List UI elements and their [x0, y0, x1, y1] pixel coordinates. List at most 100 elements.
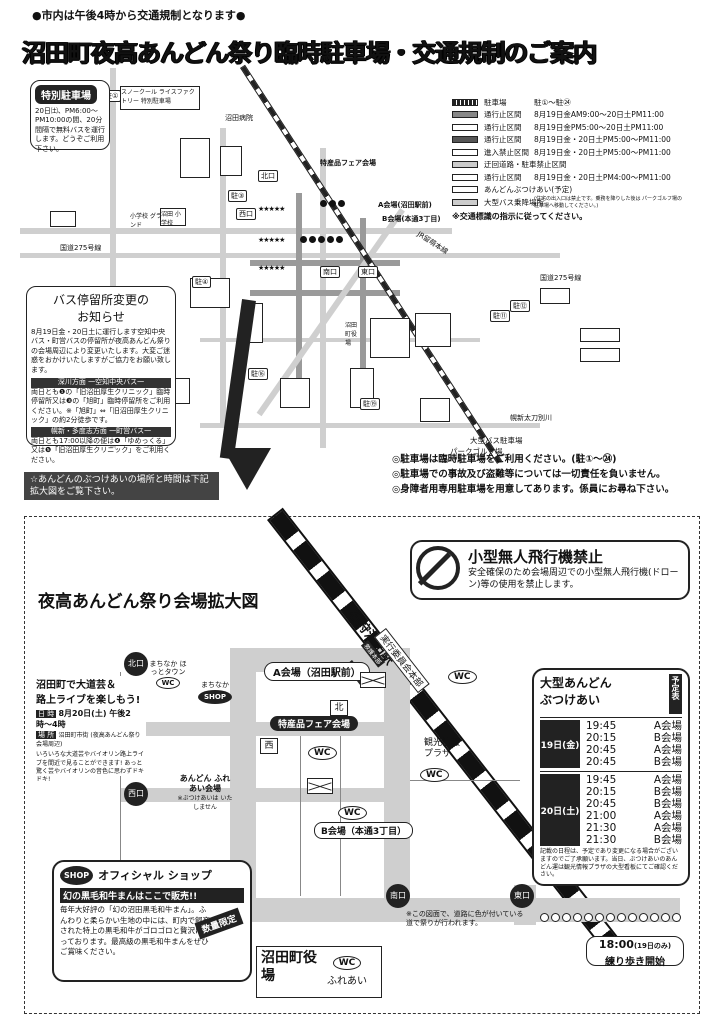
town-hall-label-top: 沼田町役場	[345, 322, 358, 347]
legend-swatch	[452, 111, 478, 119]
parking-note: ◎駐車場は臨時駐車場をご利用ください。(駐①〜㉔)	[392, 454, 617, 465]
schedule-date: 20日(土)	[540, 774, 580, 846]
official-shop-headline: 幻の黒毛和牛まんはここで販売!!	[60, 888, 244, 903]
schedule-time: 20:45	[586, 756, 617, 768]
legend-swatch	[452, 186, 478, 194]
schedule-time: 21:30	[586, 834, 617, 846]
gate-minami: 南口	[386, 884, 410, 908]
plaza-label: 観光情報プラザ	[424, 738, 461, 759]
legend-label: 駐車場	[484, 97, 507, 107]
fair-venue-label: 特産品フェア会場	[320, 159, 376, 167]
schedule-note: 記載の日程は、予定であり変更になる場合がございますのでご了承願います。当日、ぶつ…	[540, 848, 679, 879]
north-marker: 北	[330, 700, 348, 716]
legend-label: 大型バス乗降場所	[484, 197, 544, 207]
gate-nishi-top: 西口	[236, 208, 256, 220]
legend-swatch	[452, 173, 478, 181]
gate-minami-top: 南口	[320, 266, 340, 278]
legend-label: 通行止区間	[484, 135, 522, 145]
bus-park-label: 大型バス駐車場	[470, 436, 523, 445]
parking-note: ◎駐車場での事故及び盗難等については一切責任を負いません。	[392, 469, 666, 480]
parking-marker: 駐④	[192, 276, 212, 288]
wc-icon: WC	[155, 676, 181, 690]
enlarged-map-frame	[24, 516, 700, 1014]
venue-a-label: A会場(沼田駅前)	[378, 201, 432, 209]
arrow-head-icon	[223, 448, 271, 490]
wc-icon: WC	[308, 746, 337, 760]
legend-row: 迂回道路・駐車禁止区間	[452, 159, 702, 172]
town-hall-label: 沼田町役場	[261, 950, 317, 985]
venue-a-badge: A会場（沼田駅前）	[264, 662, 370, 681]
plaza-wc: WC	[420, 762, 449, 782]
schedule-item: 20:15 B会場	[586, 732, 682, 744]
venue-b-butsukeai-icon	[307, 778, 333, 794]
drone-ban-box: 小型無人飛行機禁止 安全確保のため会場周辺での小型無人飛行機(ドローン)等の使用…	[410, 540, 690, 600]
schedule-venue: B会場	[653, 834, 682, 846]
enlarged-map-title: 夜高あんどん祭り会場拡大図	[38, 592, 259, 612]
bus-notice-box: バス停留所変更の お知らせ 8月19日金・20日土に運行します空知中央バス・町営…	[26, 286, 176, 464]
wc-icon: WC	[338, 806, 367, 820]
street-live-date-label: 日 時	[36, 710, 57, 718]
venue-b-label: B会場(本通3丁目)	[382, 215, 441, 223]
legend-label: 通行止区間	[484, 122, 522, 132]
bus-notice-body: 8月19日金・20日土に運行します空知中央バス・町営バスの停留所が夜高あんどん祭…	[31, 328, 171, 374]
venue-b-badge: B会場（本通3丁目）	[314, 822, 414, 839]
schedule-title2: ぶつけあい	[540, 693, 601, 707]
parade-label: 練り歩き開始	[605, 957, 665, 968]
bus-notice-title2: お知らせ	[77, 310, 125, 324]
schedule-item: 21:30 B会場	[586, 834, 682, 846]
school-ground-label: 小学校 グラウンド	[130, 213, 168, 229]
butsukeai-note: ☆あんどんのぶつけあいの場所と時間は下記拡大図をご覧下さい。	[24, 472, 219, 500]
school-label: 沼田 小学校	[160, 208, 186, 227]
bus-notice-section2-body: 両日とも17:00以降の便は❹「ゆめっくる」又は❺「旧沼田厚生クリニック」をご利…	[31, 436, 171, 464]
rice-factory: スノークール ライスファクトリー 特別駐車場	[120, 86, 200, 110]
schedule-time: 20:15	[586, 732, 617, 744]
venue-b-wc: WC	[338, 800, 367, 820]
legend-label: 迂回道路・駐車禁止区間	[484, 160, 567, 170]
venue-a-butsukeai-icon	[360, 672, 386, 688]
legend-row: 大型バス乗降場所(住宅の出入口は禁止です。乗務を降りした後は パークゴルフ場の駐…	[452, 196, 702, 209]
drone-title: 小型無人飛行機禁止	[468, 548, 604, 566]
shop-icon: SHOP	[198, 690, 232, 704]
parade-time-note: (19日のみ)	[633, 942, 672, 950]
schedule-date: 19日(金)	[540, 720, 580, 768]
wc-icon: WC	[448, 670, 477, 684]
gray-road-note: ※この図面で、道路に色が付いている道で祭りが行われます。	[406, 910, 524, 928]
schedule-venue: A会場	[653, 774, 682, 786]
street-live-date: 8月20日(土) 午後2時〜4時	[36, 709, 131, 729]
fureai-wc-label: ふれあい	[327, 976, 367, 987]
fair-wc: WC	[308, 740, 337, 760]
schedule-venue: A会場	[653, 744, 682, 756]
bus-notice-title1: バス停留所変更の	[52, 293, 149, 307]
gate-higashi: 東口	[510, 884, 534, 908]
route-275-label-right: 国道275号線	[540, 274, 582, 282]
parade-start-box: 18:00(19日のみ) 練り歩き開始	[586, 936, 684, 968]
legend-label: 通行止区間	[484, 110, 522, 120]
schedule-venue: B会場	[653, 732, 682, 744]
schedule-venue: A会場	[653, 720, 682, 732]
schedule-venue: A会場	[653, 822, 682, 834]
town-hall-box: 沼田町役場 WC ふれあい	[256, 946, 382, 998]
legend-desc: 8月19日金PM5:00〜20日土PM11:00	[534, 122, 664, 132]
gate-higashi-top: 東口	[358, 266, 378, 278]
parking-marker: 駐⑪	[490, 310, 510, 322]
wc-icon: WC	[420, 768, 449, 782]
fureai-note: ※ぶつけあいは いたしません	[177, 795, 233, 812]
legend-label: あんどんぶつけあい(予定)	[484, 185, 573, 195]
street-live-title2: 路上ライブを楽しもう!	[36, 695, 141, 706]
legend-swatch	[452, 136, 478, 144]
special-parking-text: 20日㈯、PM6:00〜PM10:00の間、20分間隔で無料バスを運行します。ど…	[35, 107, 105, 153]
parking-marker: 駐③	[228, 190, 248, 202]
legend-label: 進入禁止区間	[484, 147, 529, 157]
hospital-label: 沼田病院	[225, 114, 253, 122]
